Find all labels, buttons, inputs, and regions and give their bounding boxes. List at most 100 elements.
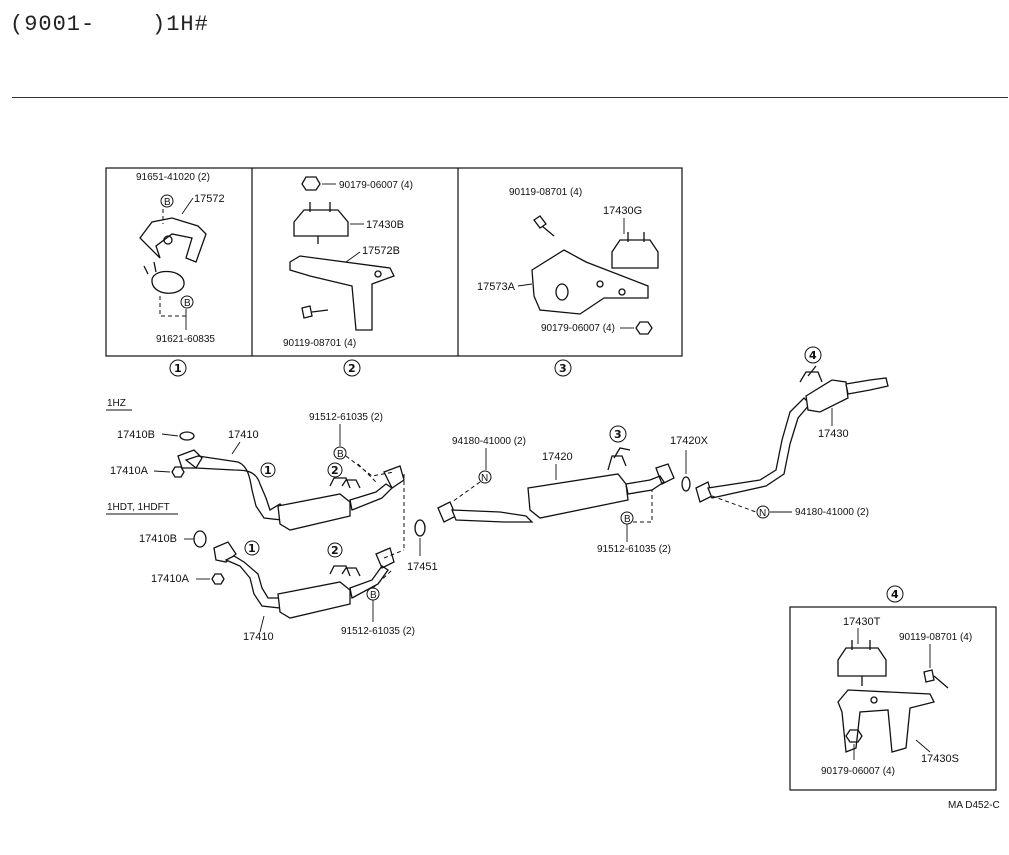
inset-1: 91651-41020 (2) B 17572 B 91621-60835: [136, 172, 225, 345]
inset-number-1: 1: [169, 359, 187, 377]
tail-muffler-icon: [805, 379, 849, 413]
svg-text:3: 3: [614, 428, 622, 441]
tail-assembly: 4 17430 N 94180-41000 (2): [695, 346, 889, 519]
svg-text:1: 1: [264, 464, 272, 477]
spring-right-label: 94180-41000 (2): [795, 507, 869, 518]
nut-icon: [171, 466, 185, 478]
svg-text:N: N: [759, 508, 766, 519]
tail-pipe-label: 17430: [818, 428, 849, 440]
inset4-nut-label: 90179-06007 (4): [821, 766, 895, 777]
inset4-mount-label: 17430T: [843, 616, 881, 628]
marker-n-icon: N: [756, 505, 770, 519]
header-rule: [12, 97, 1008, 98]
bolt-icon: [923, 669, 949, 689]
marker-b-icon: B: [180, 295, 194, 309]
bracket-17572-icon: [139, 217, 207, 263]
svg-text:B: B: [184, 298, 191, 309]
document-header-code: (9001- )1H#: [10, 12, 209, 37]
inset2-mount-label: 17430B: [366, 219, 404, 231]
svg-text:4: 4: [809, 349, 817, 362]
svg-text:3: 3: [559, 362, 567, 375]
spring-left-label: 94180-41000 (2): [452, 436, 526, 447]
hdt-pipe-label: 17410: [243, 631, 274, 643]
marker-3-icon: 3: [609, 425, 627, 443]
inset-3: 90119-08701 (4) 17430G 17573A 90179-0600…: [477, 187, 659, 335]
bolt-icon: [301, 305, 329, 319]
svg-text:4: 4: [891, 588, 899, 601]
inset3-bolt-label: 90119-08701 (4): [509, 187, 582, 198]
bracket-17573a-icon: [531, 249, 649, 315]
mount-17430g-icon: [611, 232, 659, 269]
hz-assembly: 17410B 17410 17410A 1 2 91512-61035 (2) …: [110, 412, 405, 531]
inset3-nut-label: 90179-06007 (4): [541, 323, 615, 334]
marker-n-icon: N: [478, 470, 492, 484]
svg-text:2: 2: [331, 464, 339, 477]
gasket-17451-label: 17451: [407, 561, 438, 573]
center-pipe-label: 17420: [542, 451, 573, 463]
inset-4: 4 17430T 90119-08701 (4) 17430S 90179-06…: [789, 585, 997, 791]
inset4-bracket-label: 17430S: [921, 753, 959, 765]
svg-text:N: N: [481, 473, 488, 484]
inset2-bracket-label: 17572B: [362, 245, 400, 257]
marker-2-icon: 2: [327, 542, 343, 558]
hdt-bolt-label: 91512-61035 (2): [341, 626, 415, 637]
marker-1-icon: 1: [260, 462, 276, 478]
hz-gasket-label: 17410B: [117, 429, 155, 441]
inset4-bolt-label: 90119-08701 (4): [899, 632, 972, 643]
group-1hz-label: 1HZ: [107, 398, 126, 409]
mount-17430b-icon: [293, 202, 349, 244]
hz-nut-label: 17410A: [110, 465, 149, 477]
gasket-icon: [193, 530, 207, 548]
inset2-bolt-label: 90119-08701 (4): [283, 338, 356, 349]
hdt-assembly: 17410B 1 17410A 17410 2 B 91512-61035 (2…: [139, 472, 438, 643]
nut-icon: [301, 176, 321, 191]
center-assembly: 94180-41000 (2) N 17420 3 B 91512-61035 …: [437, 425, 709, 555]
nut-icon: [211, 573, 225, 585]
marker-b-icon: B: [366, 587, 380, 601]
muffler-hdt-icon: [277, 581, 351, 619]
marker-1-icon: 1: [244, 540, 260, 556]
gasket-17451-icon: [414, 519, 426, 537]
marker-b-icon: B: [333, 446, 347, 460]
inset-number-2: 2: [343, 359, 361, 377]
inset3-bracket-label: 17573A: [477, 281, 516, 293]
svg-text:1: 1: [174, 362, 182, 375]
tail-pipe-icon: [707, 397, 811, 499]
hdt-gasket-label: 17410B: [139, 533, 177, 545]
nut-icon: [845, 729, 863, 743]
hz-bolt-label: 91512-61035 (2): [309, 412, 383, 423]
nut-icon: [635, 321, 653, 335]
svg-text:2: 2: [348, 362, 356, 375]
center-pipe-icon: [451, 509, 534, 523]
center-bolt-label: 91512-61035 (2): [597, 544, 671, 555]
marker-b-icon: B: [160, 194, 174, 208]
inset2-nut-label: 90179-06007 (4): [339, 180, 413, 191]
svg-text:B: B: [624, 514, 631, 525]
center-muffler-icon: [527, 473, 629, 519]
inset-number-3: 3: [554, 359, 572, 377]
footer-ref-code: MA D452-C: [948, 800, 1000, 811]
hdt-nut-label: 17410A: [151, 573, 190, 585]
inset-frame-top: [105, 167, 683, 357]
inset-2: 90179-06007 (4) 17430B 17572B 90119-0870…: [283, 176, 413, 349]
bracket-17572b-icon: [289, 255, 395, 331]
svg-text:B: B: [164, 197, 171, 208]
bracket-17430s-icon: [837, 689, 935, 753]
bolt-icon: [533, 215, 555, 237]
muffler-hz-icon: [277, 493, 351, 531]
gasket-17420x-icon: [681, 476, 691, 492]
svg-text:2: 2: [331, 544, 339, 557]
inset1-bracket-label: 17572: [194, 193, 225, 205]
clamp-icon: [143, 261, 185, 294]
gasket-icon: [179, 431, 195, 441]
marker-2-icon: 2: [327, 462, 343, 478]
inset1-bolt-bottom-label: 91621-60835: [156, 334, 215, 345]
svg-text:B: B: [337, 449, 344, 460]
inset1-bolt-top-label: 91651-41020 (2): [136, 172, 210, 183]
hz-pipe-label: 17410: [228, 429, 259, 441]
svg-text:1: 1: [248, 542, 256, 555]
marker-4-icon: 4: [804, 346, 822, 364]
gasket-17420x-label: 17420X: [670, 435, 709, 447]
group-1hdt-label: 1HDT, 1HDFT: [107, 502, 170, 513]
